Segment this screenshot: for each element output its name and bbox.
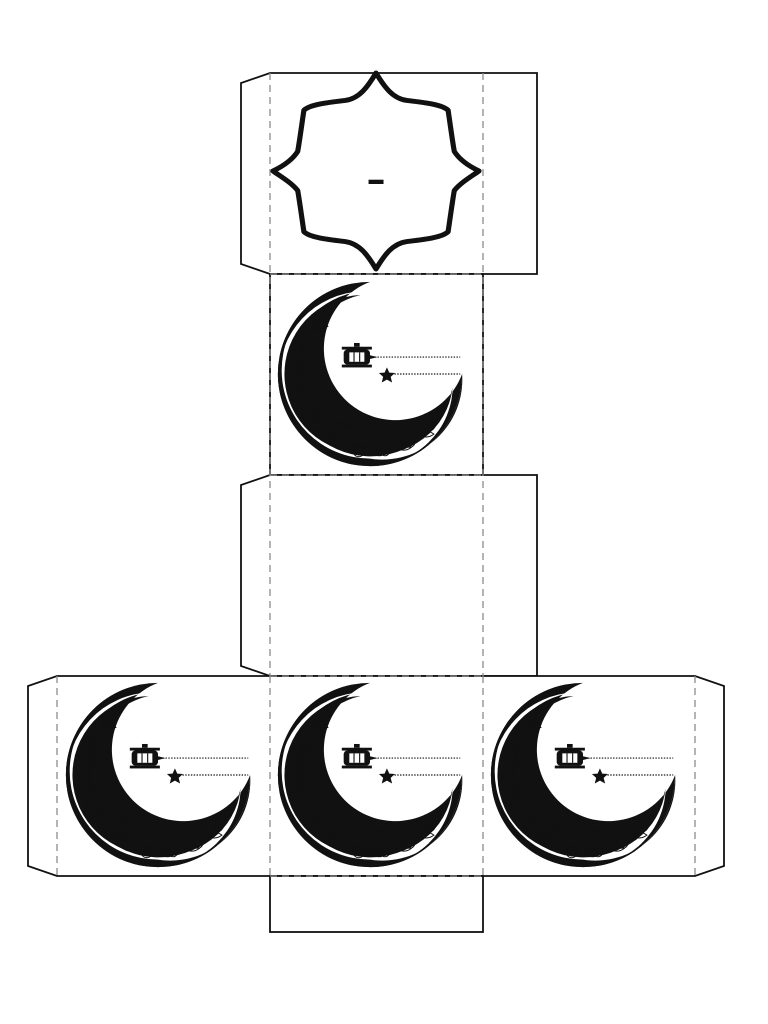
fold-lines <box>56 73 696 877</box>
blank-panel <box>240 474 538 677</box>
lid-glyph: ـ <box>368 140 384 196</box>
bottom-tab <box>269 875 484 933</box>
